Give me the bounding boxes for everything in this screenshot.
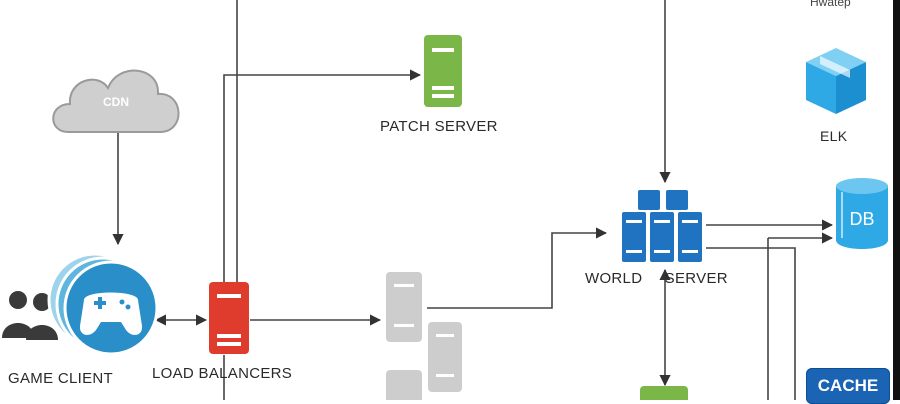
edge-lb-to-patch — [223, 69, 422, 290]
load-balancer-icon — [209, 282, 249, 354]
database-icon: DB — [836, 178, 888, 249]
db-label: DB — [849, 209, 874, 229]
cache-node: CACHE — [806, 368, 890, 404]
cube-icon — [806, 48, 866, 114]
server-icon — [424, 35, 462, 107]
cloud-icon: CDN — [52, 69, 180, 133]
server-cluster-icon — [622, 190, 702, 262]
top-right-label: Hwatep — [810, 0, 851, 9]
world-server-label: WORLD SERVER — [585, 270, 728, 287]
edge-world-down-1 — [706, 247, 796, 400]
game-client-label: GAME CLIENT — [8, 370, 113, 387]
patch-server-label: PATCH SERVER — [380, 118, 498, 135]
cache-label: CACHE — [817, 376, 879, 395]
elk-label: ELK — [820, 128, 848, 144]
right-border — [893, 0, 900, 400]
cdn-label: CDN — [103, 95, 129, 109]
server-icon — [640, 386, 688, 400]
connectors — [112, 0, 834, 400]
app-servers-icon — [386, 272, 462, 400]
edge-app-to-world — [427, 227, 608, 309]
load-balancers-label: LOAD BALANCERS — [152, 365, 293, 382]
users-icon — [2, 291, 58, 340]
gamepad-icon — [47, 252, 159, 356]
